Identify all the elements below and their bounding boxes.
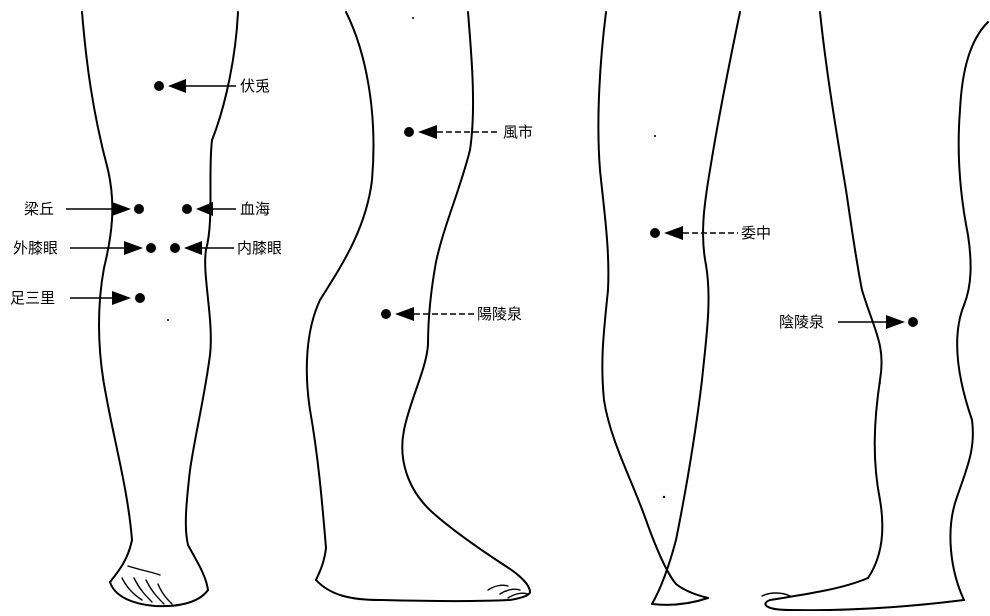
acupoint-fengshi: 風市 (404, 123, 533, 141)
acupoint-waixiyan: 外膝眼 (13, 239, 156, 257)
acupoint-futu: 伏兎 (154, 77, 270, 95)
leg-lateral-foot (316, 580, 530, 601)
leg-front-toes (122, 566, 172, 604)
acupoint-xuehai: 血海 (182, 200, 270, 218)
leg-posterior-outline-left (598, 12, 708, 598)
acupoint-neixiyan: 内膝眼 (170, 239, 282, 257)
label-weizhong: 委中 (741, 224, 771, 242)
leg-front-view (82, 12, 238, 606)
acupoint-yanglingquan: 陽陵泉 (381, 305, 522, 323)
label-fengshi: 風市 (503, 123, 533, 141)
label-waixiyan: 外膝眼 (13, 239, 58, 257)
leg-posterior-outline-right (652, 12, 740, 604)
leg-lateral-toes (488, 585, 528, 598)
scan-specks (167, 17, 881, 498)
label-futu: 伏兎 (240, 77, 270, 95)
leg-lateral-outline-front (402, 12, 530, 592)
leg-medial-outline-front (950, 22, 988, 600)
label-yanglingquan: 陽陵泉 (477, 305, 522, 323)
acupoint-zusanli: 足三里 (10, 289, 145, 307)
acupoint-liangqiu: 梁丘 (24, 200, 144, 218)
leg-medial-outline-back (820, 12, 882, 578)
acupoint-weizhong: 委中 (650, 224, 771, 242)
label-liangqiu: 梁丘 (24, 200, 54, 218)
leg-medial-foot (765, 578, 964, 610)
acupoint-yinlingquan: 陰陵泉 (779, 313, 918, 331)
label-xuehai: 血海 (240, 200, 270, 218)
label-yinlingquan: 陰陵泉 (779, 313, 824, 331)
leg-medial-view (762, 12, 988, 610)
leg-medial-toe (762, 593, 790, 596)
leg-front-outline-right (186, 12, 238, 590)
label-zusanli: 足三里 (10, 289, 55, 307)
leg-lateral-outline-back (307, 12, 374, 580)
label-neixiyan: 内膝眼 (237, 239, 282, 257)
leg-posterior-view (598, 12, 740, 605)
leg-posterior-foot (652, 598, 708, 605)
